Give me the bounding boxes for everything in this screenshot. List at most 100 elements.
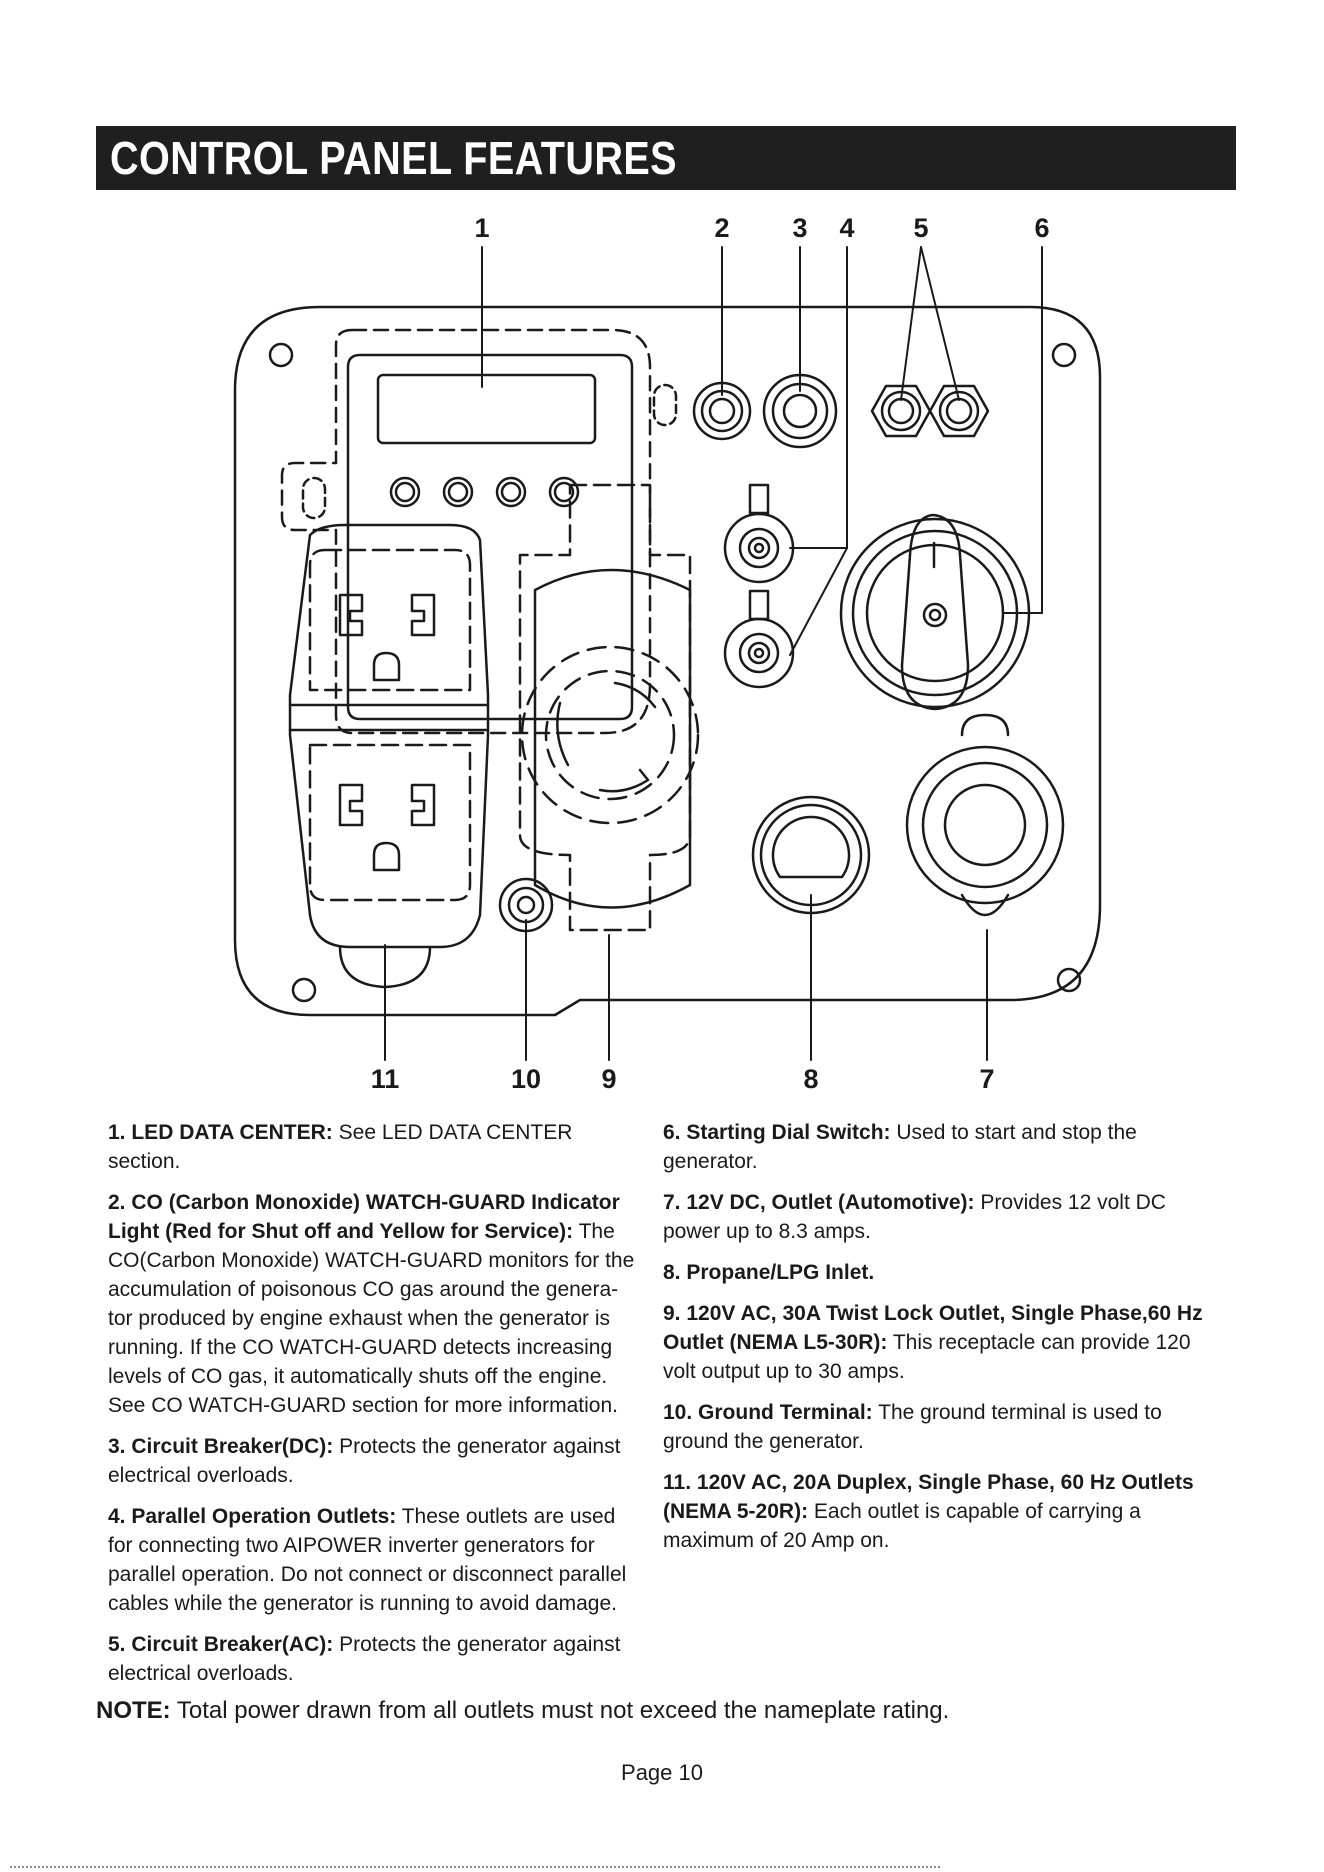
panel-outline xyxy=(233,305,1102,1017)
duplex-top-ground xyxy=(372,651,401,682)
right-slot xyxy=(652,383,678,427)
duplex-top-slot-left xyxy=(338,593,364,637)
feature-item-5: 5. Circuit Breaker(AC): Protects the gen… xyxy=(108,1633,621,1685)
duplex-outlet-frame xyxy=(288,523,490,949)
starting-dial-knob xyxy=(900,513,970,711)
mount-hole-top-left xyxy=(268,342,294,368)
ac-circuit-breaker-1-inner xyxy=(887,397,915,425)
callout-1: 1 xyxy=(474,213,489,243)
callout-4: 4 xyxy=(839,213,854,243)
duplex-outlet-top-face xyxy=(308,548,472,692)
led-data-center-housing xyxy=(280,328,652,735)
dc-circuit-breaker-mid xyxy=(771,382,829,440)
twist-lock-outlet-30a[interactable] xyxy=(520,645,700,825)
duplex-bottom-slot-left xyxy=(338,783,364,827)
callout-8: 8 xyxy=(803,1064,818,1094)
parallel-outlet-2-tab xyxy=(748,589,770,621)
twist-lock-outlet-shroud xyxy=(533,568,692,909)
side-slot xyxy=(301,476,327,520)
twist-lock-outlet-inner xyxy=(544,669,676,801)
dc-outlet-cap-tab xyxy=(960,893,1010,917)
duplex-bottom-ground xyxy=(372,841,401,872)
feature-item-8: 8. Propane/LPG Inlet. xyxy=(663,1261,875,1284)
feature-item-7: 7. 12V DC, Outlet (Automotive): Provides… xyxy=(663,1191,1166,1243)
callout-11: 11 xyxy=(371,1064,400,1094)
ac-circuit-breaker-1[interactable] xyxy=(880,390,922,432)
section-header: CONTROL PANEL FEATURES xyxy=(96,126,1236,190)
ground-terminal-mid xyxy=(507,886,545,924)
co-indicator-light-mid xyxy=(700,389,744,433)
callout-6: 6 xyxy=(1034,213,1049,243)
section-title: CONTROL PANEL FEATURES xyxy=(110,132,677,184)
parallel-outlet-2-ring xyxy=(738,632,780,674)
features-column-right: 6. Starting Dial Switch: Used to start a… xyxy=(663,1118,1203,1567)
starting-dial-screw-inner xyxy=(928,608,942,622)
dc-circuit-breaker-button xyxy=(782,393,818,429)
dc-outlet-12v[interactable] xyxy=(905,745,1065,905)
ac-circuit-breaker-2[interactable] xyxy=(938,390,980,432)
co-indicator-light xyxy=(708,397,736,425)
ground-terminal-screw xyxy=(516,895,536,915)
mount-hole-bottom-left xyxy=(291,977,317,1003)
twist-lock-slot-2 xyxy=(598,768,650,793)
features-column-left: 1. LED DATA CENTER: See LED DATA CENTER … xyxy=(108,1118,638,1700)
callout-5: 5 xyxy=(913,213,928,243)
feature-item-10: 10. Ground Terminal: The ground terminal… xyxy=(663,1401,1162,1453)
led-button-1[interactable] xyxy=(389,476,421,508)
note-label: NOTE: xyxy=(96,1697,171,1724)
twist-lock-slot-1 xyxy=(556,701,570,767)
duplex-outlet-bottom[interactable] xyxy=(338,783,436,872)
duplex-outlet-bottom-face xyxy=(308,743,472,902)
callout-10: 10 xyxy=(511,1064,541,1094)
twist-lock-slot-3 xyxy=(613,681,657,709)
parallel-outlet-1-ring xyxy=(738,527,780,569)
led-button-1-inner xyxy=(394,481,416,503)
parallel-outlet-1-pin xyxy=(747,536,771,560)
propane-lpg-inlet-mid xyxy=(759,803,863,907)
led-button-2[interactable] xyxy=(442,476,474,508)
feature-item-6: 6. Starting Dial Switch: Used to start a… xyxy=(663,1121,1137,1173)
page-number: Page 10 xyxy=(621,1760,703,1785)
parallel-outlet-2-pin xyxy=(747,641,771,665)
bottom-divider xyxy=(10,1866,940,1868)
propane-lpg-inlet-d-hole xyxy=(771,815,851,879)
note-text: Total power drawn from all outlets must … xyxy=(176,1697,950,1724)
feature-item-11: 11. 120V AC, 20A Duplex, Single Phase, 6… xyxy=(663,1471,1194,1552)
feature-item-4: 4. Parallel Operation Outlets: These out… xyxy=(108,1505,627,1615)
parallel-outlet-2[interactable] xyxy=(723,617,795,689)
callout-9: 9 xyxy=(601,1064,616,1094)
duplex-outlet-top[interactable] xyxy=(338,593,436,682)
feature-item-9: 9. 120V AC, 30A Twist Lock Outlet, Singl… xyxy=(663,1302,1203,1383)
dc-outlet-12v-mid xyxy=(921,761,1049,889)
parallel-outlet-1-tab xyxy=(748,483,770,515)
callout-leader-lines xyxy=(384,246,1043,1061)
callout-2: 2 xyxy=(714,213,729,243)
ac-circuit-breaker-2-inner xyxy=(945,397,973,425)
feature-item-3: 3. Circuit Breaker(DC): Protects the gen… xyxy=(108,1435,621,1487)
feature-item-2: 2. CO (Carbon Monoxide) WATCH-GUARD Indi… xyxy=(108,1191,635,1417)
led-data-center-bezel xyxy=(346,353,634,721)
led-button-4-inner xyxy=(553,481,575,503)
note: NOTE: Total power drawn from all outlets… xyxy=(96,1697,949,1725)
led-button-3[interactable] xyxy=(495,476,527,508)
duplex-bottom-slot-right xyxy=(410,783,436,827)
dc-outlet-cap xyxy=(960,713,1010,737)
callout-7: 7 xyxy=(979,1064,994,1094)
twist-lock-outlet-frame xyxy=(518,483,692,932)
led-button-3-inner xyxy=(500,481,522,503)
dc-outlet-12v-socket xyxy=(943,783,1027,867)
mount-hole-top-right xyxy=(1051,342,1077,368)
ac-circuit-breaker-2-nut xyxy=(928,384,990,438)
callout-3: 3 xyxy=(792,213,807,243)
mount-hole-bottom-right xyxy=(1056,967,1082,993)
control-panel-diagram: 1 2 3 4 5 6 11 10 9 8 7 xyxy=(233,213,1102,1094)
parallel-outlet-1-core xyxy=(753,542,765,554)
parallel-outlet-2-core xyxy=(753,647,765,659)
parallel-outlet-1[interactable] xyxy=(723,512,795,584)
led-display-screen xyxy=(376,373,597,445)
duplex-top-slot-right xyxy=(410,593,436,637)
led-button-2-inner xyxy=(447,481,469,503)
led-button-4[interactable] xyxy=(548,476,580,508)
duplex-outlet-hinge xyxy=(288,703,490,732)
starting-dial-screw xyxy=(922,602,948,628)
